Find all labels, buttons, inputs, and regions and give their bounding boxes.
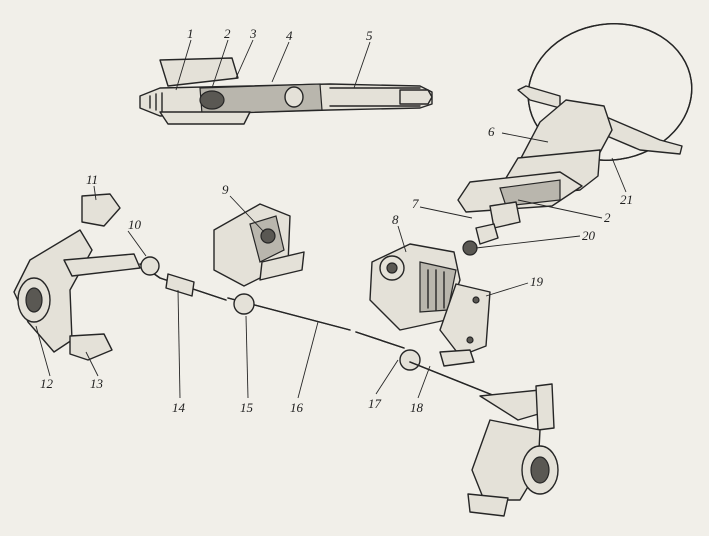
label-10: 10 <box>128 217 142 232</box>
label-20: 20 <box>582 228 596 243</box>
steering-shaft-assembly <box>139 57 433 125</box>
label-13: 13 <box>90 376 104 391</box>
label-4: 4 <box>286 28 293 43</box>
label-8: 8 <box>392 212 399 227</box>
label-3: 3 <box>249 26 257 41</box>
label-7: 7 <box>412 196 419 211</box>
steering-gearbox <box>369 243 491 357</box>
label-19: 19 <box>530 274 544 289</box>
knuckle-right <box>467 383 559 517</box>
label-17: 17 <box>368 396 382 411</box>
label-6: 6 <box>488 124 495 139</box>
steering-wheel <box>517 23 693 165</box>
label-18: 18 <box>410 400 424 415</box>
leader-lines <box>35 39 627 399</box>
steering-column <box>457 149 601 256</box>
pendulum-arm-bracket <box>213 203 305 287</box>
label-15: 15 <box>240 400 254 415</box>
label-2: 2 <box>224 26 231 41</box>
label-5: 5 <box>366 28 373 43</box>
label-2-column: 2 <box>604 210 611 225</box>
tie-rods <box>139 256 501 399</box>
label-16: 16 <box>290 400 304 415</box>
label-9: 9 <box>222 182 229 197</box>
label-21: 21 <box>620 192 633 207</box>
label-11: 11 <box>86 172 98 187</box>
callout-labels: 1 2 3 4 5 6 2 7 8 9 10 11 12 13 14 15 16… <box>40 26 633 415</box>
knuckle-left <box>13 193 141 361</box>
label-12: 12 <box>40 376 54 391</box>
label-14: 14 <box>172 400 186 415</box>
label-1: 1 <box>187 26 194 41</box>
